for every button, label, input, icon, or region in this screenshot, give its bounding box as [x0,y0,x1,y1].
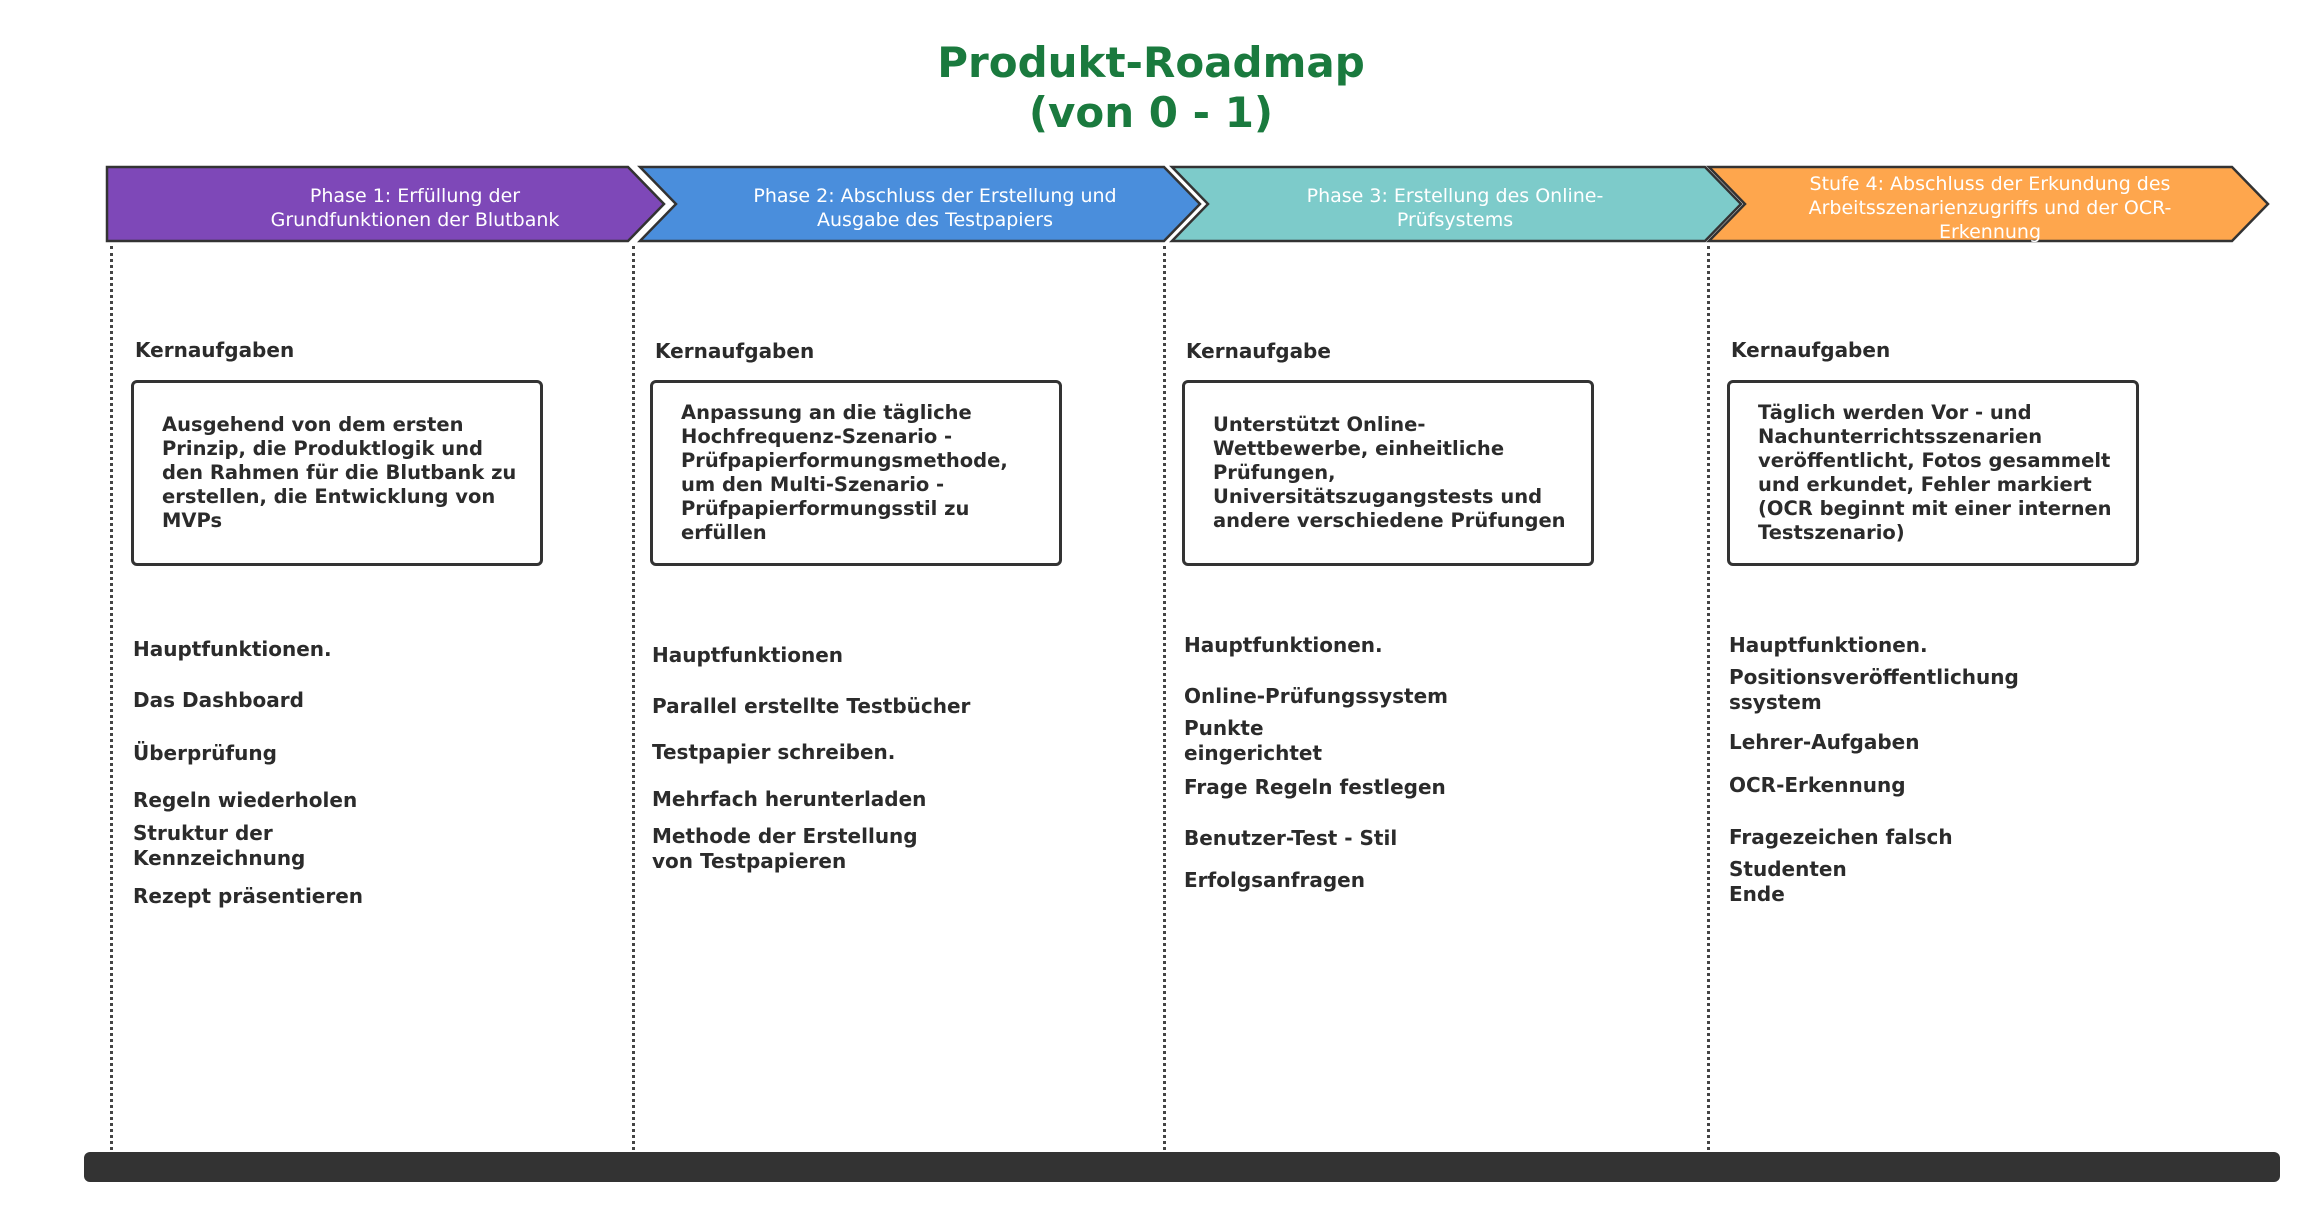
phase-2-feature-2: Parallel erstellte Testbücher [652,694,971,718]
phase-1-feature-6: Rezept präsentieren [133,884,364,908]
page-title: Produkt-Roadmap (von 0 - 1) [0,38,2302,138]
phase-4-feature-2: Positionsveröffentlichung ssystem [1729,665,2019,714]
phase-1-feature-2: Das Dashboard [133,688,304,712]
phase-3-feature-5: Benutzer-Test - Stil [1184,826,1398,850]
phase-1-feature-5: Struktur der Kennzeichnung [133,821,306,870]
phase-3-arrow [1169,165,1743,243]
phase-1-label: Phase 1: Erfüllung der Grundfunktionen d… [270,185,560,231]
phase-3-feature-1: Hauptfunktionen. [1184,633,1383,657]
phase-1-arrow [105,165,666,243]
divider-1 [110,246,113,1156]
phase-4-task-text: Täglich werden Vor - und Nachunterrichts… [1758,401,2112,544]
phase-arrows [105,165,2270,243]
phase-3-feature-4: Frage Regeln festlegen [1184,775,1446,799]
phase-4-arrow [1706,165,2270,243]
title-line-1: Produkt-Roadmap [937,38,1365,87]
phase-4-tasks-title: Kernaufgaben [1731,338,1891,362]
timeline-bar [84,1152,2280,1182]
phase-4-task-box: Täglich werden Vor - und Nachunterrichts… [1727,380,2139,566]
phase-3-feature-3: Punkte eingerichtet [1184,716,1323,765]
phase-1-tasks-title: Kernaufgaben [135,338,295,362]
phase-2-label: Phase 2: Abschluss der Erstellung und Au… [753,185,1117,231]
phase-2-feature-5: Methode der Erstellung von Testpapieren [652,824,918,873]
divider-2 [632,246,635,1156]
phase-2-feature-1: Hauptfunktionen [652,643,844,667]
divider-4 [1707,246,1710,1156]
phase-4-feature-4: OCR-Erkennung [1729,773,1906,797]
phase-3-task-text: Unterstützt Online-Wettbewerbe, einheitl… [1213,413,1566,532]
phase-1-feature-3: Überprüfung [133,741,277,765]
phase-4-feature-6: Studenten Ende [1729,857,1847,906]
phase-4-feature-5: Fragezeichen falsch [1729,825,1953,849]
phase-4-feature-3: Lehrer-Aufgaben [1729,730,1920,754]
phase-3-task-box: Unterstützt Online-Wettbewerbe, einheitl… [1182,380,1594,566]
phase-3-feature-2: Online-Prüfungssystem [1184,684,1449,708]
phase-1-task-box: Ausgehend von dem ersten Prinzip, die Pr… [131,380,543,566]
phase-3-feature-6: Erfolgsanfragen [1184,868,1365,892]
title-line-2: (von 0 - 1) [1028,88,1274,137]
phase-1-feature-4: Regeln wiederholen [133,788,358,812]
phase-2-feature-3: Testpapier schreiben. [652,740,896,764]
phase-1-feature-1: Hauptfunktionen. [133,637,332,661]
divider-3 [1163,246,1166,1156]
phase-2-task-text: Anpassung an die tägliche Hochfrequenz-S… [681,401,1008,544]
phase-2-arrow [637,165,1202,243]
phase-4-label: Stufe 4: Abschluss der Erkundung des Arb… [1808,173,2172,243]
phase-4-feature-1: Hauptfunktionen. [1729,633,1928,657]
phase-2-tasks-title: Kernaufgaben [655,339,815,363]
phase-2-feature-4: Mehrfach herunterladen [652,787,927,811]
phase-1-task-text: Ausgehend von dem ersten Prinzip, die Pr… [162,413,517,532]
phase-2-task-box: Anpassung an die tägliche Hochfrequenz-S… [650,380,1062,566]
phase-3-tasks-title: Kernaufgabe [1186,339,1331,363]
phase-3-label: Phase 3: Erstellung des Online-Prüfsyste… [1306,185,1604,231]
